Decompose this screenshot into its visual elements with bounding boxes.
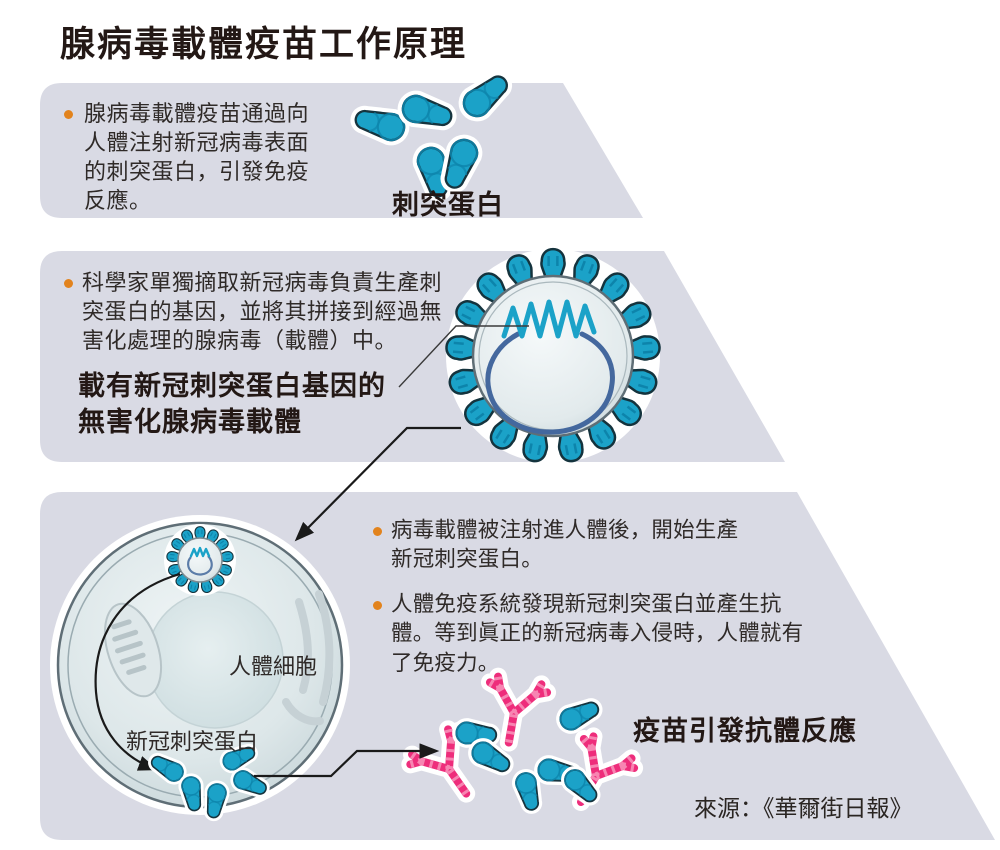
vector-to-cell-arrow (294, 426, 461, 542)
connectors (254, 325, 529, 778)
human-cell-label: 人體細胞 (229, 654, 318, 679)
bullet-icon (64, 110, 73, 119)
production-curved-arrow (94, 572, 181, 771)
vector-label-line: 載有新冠刺突蛋白基因的 (78, 371, 386, 401)
bullet-icon (64, 279, 73, 288)
source-credit: 來源：《華爾街日報》 (694, 795, 913, 821)
step3-line: 病毒載體被注射進人體後，開始生產 (391, 518, 739, 542)
adenovirus-vector-label: 載有新冠刺突蛋白基因的 無害化腺病毒載體 (78, 369, 386, 440)
step2-line: 突蛋白的基因，並將其拼接到經過無 (82, 299, 443, 324)
step3-line: 新冠刺突蛋白。 (391, 547, 543, 572)
step1-line: 的刺突蛋白，引發免疫 (84, 159, 310, 184)
human-cell-illustration (50, 515, 350, 815)
step3-line: 了免疫力。 (391, 650, 500, 675)
step2-line: 科學家單獨摘取新冠病毒負責生產刺 (82, 270, 443, 295)
step1-line: 腺病毒載體疫苗通過向 (84, 101, 310, 126)
step3-line: 人體免疫系統發現新冠刺突蛋白並產生抗 (391, 592, 782, 616)
step1-line: 反應。 (84, 188, 152, 213)
step1-line: 人體注射新冠病毒表面 (84, 130, 310, 155)
label-to-gene-callout-line (398, 325, 529, 388)
antibody-response-label: 疫苗引發抗體反應 (633, 716, 857, 746)
mitochondrion-icon (103, 602, 163, 698)
bullet-icon (373, 601, 382, 610)
step2-line: 害化處理的腺病毒（載體）中。 (82, 328, 398, 353)
step3-bullet1-text: 病毒載體被注射進人體後，開始生產 新冠刺突蛋白。 (391, 516, 738, 575)
step1-bullet-text: 腺病毒載體疫苗通過向 人體注射新冠病毒表面 的刺突蛋白，引發免疫 反應。 (84, 99, 309, 215)
spike-protein-label: 刺突蛋白 (392, 190, 504, 220)
cell-spike-protein-label: 新冠刺突蛋白 (126, 729, 259, 754)
endoplasmic-reticulum-icon (282, 590, 334, 726)
bullet-icon (373, 527, 382, 536)
step3-line: 體。等到眞正的新冠病毒入侵時，人體就有 (391, 621, 804, 646)
step3-bullet2-text: 人體免疫系統發現新冠刺突蛋白並產生抗 體。等到眞正的新冠病毒入侵時，人體就有 了… (391, 590, 803, 678)
band-step1 (40, 83, 643, 218)
page-title: 腺病毒載體疫苗工作原理 (60, 25, 468, 64)
adenovirus-vector-illustration (444, 247, 662, 465)
mini-adenovirus-icon (164, 524, 236, 596)
cell-to-antibody-arrow (254, 743, 440, 778)
vector-label-line: 無害化腺病毒載體 (78, 406, 302, 437)
genome-loop (485, 331, 615, 435)
step2-bullet-text: 科學家單獨摘取新冠病毒負責生產刺 突蛋白的基因，並將其拼接到經過無 害化處理的腺… (82, 268, 442, 355)
